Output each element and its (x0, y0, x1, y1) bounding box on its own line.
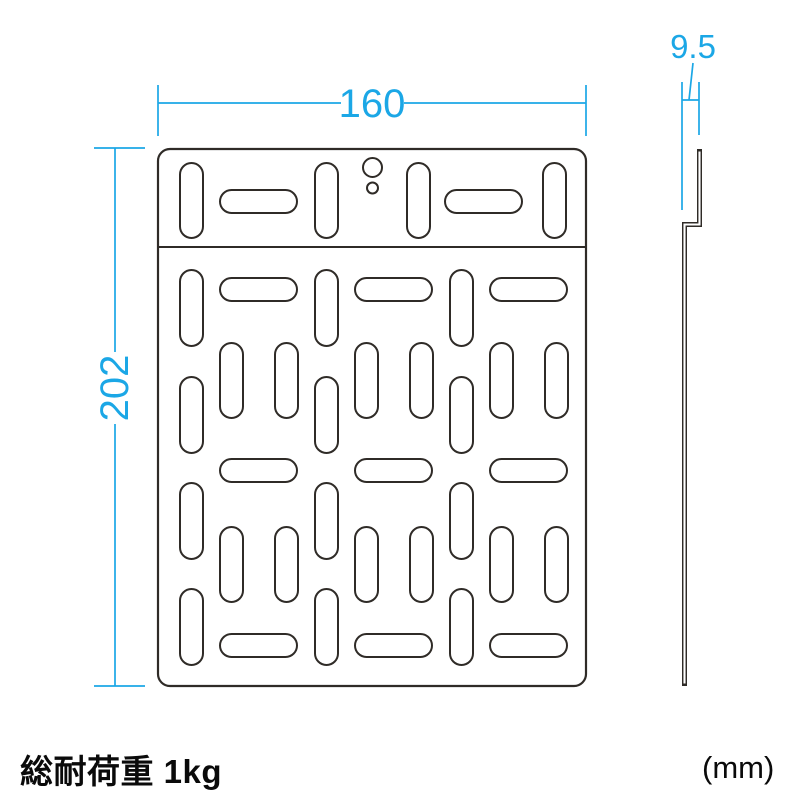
slot (179, 376, 204, 454)
slot (314, 269, 339, 347)
slot (449, 588, 474, 666)
dimension-line (688, 62, 694, 101)
slot (219, 526, 244, 603)
slot (179, 482, 204, 560)
slot (449, 269, 474, 347)
slot (274, 342, 299, 419)
width-dimension-label: 160 (339, 82, 406, 126)
mount-hole-small (366, 181, 379, 195)
slot (354, 342, 379, 419)
slot (274, 526, 299, 603)
slot (489, 526, 514, 603)
slot (219, 458, 298, 483)
slot (314, 162, 339, 239)
thickness-dimension-label: 9.5 (670, 28, 716, 65)
slot (354, 277, 433, 302)
load-capacity-note: 総耐荷重 1kg (20, 753, 223, 790)
slot (354, 633, 433, 658)
side-view (682, 149, 702, 686)
slot (179, 162, 204, 239)
slot (219, 189, 298, 214)
slot (489, 277, 568, 302)
slot (314, 482, 339, 560)
slot (219, 277, 298, 302)
side-profile-core (683, 151, 701, 684)
slot (542, 162, 567, 239)
slot (449, 482, 474, 560)
slot (314, 588, 339, 666)
height-dimension-label: 202 (93, 355, 137, 422)
slot (409, 342, 434, 419)
slot (179, 269, 204, 347)
front-view (156, 147, 588, 688)
slot (544, 526, 569, 603)
slot (314, 376, 339, 454)
unit-note: (mm) (702, 750, 775, 785)
slot (489, 633, 568, 658)
slot (409, 526, 434, 603)
slot (354, 458, 433, 483)
slot (489, 342, 514, 419)
slot (489, 458, 568, 483)
slot (354, 526, 379, 603)
dimensions: 160 202 9.5 (93, 28, 716, 687)
slot (179, 588, 204, 666)
side-profile-outline (682, 149, 702, 686)
slot (449, 376, 474, 454)
slot (219, 342, 244, 419)
slot (406, 162, 431, 239)
mount-hole-large (362, 157, 383, 178)
slot (219, 633, 298, 658)
slot (444, 189, 523, 214)
slot (544, 342, 569, 419)
